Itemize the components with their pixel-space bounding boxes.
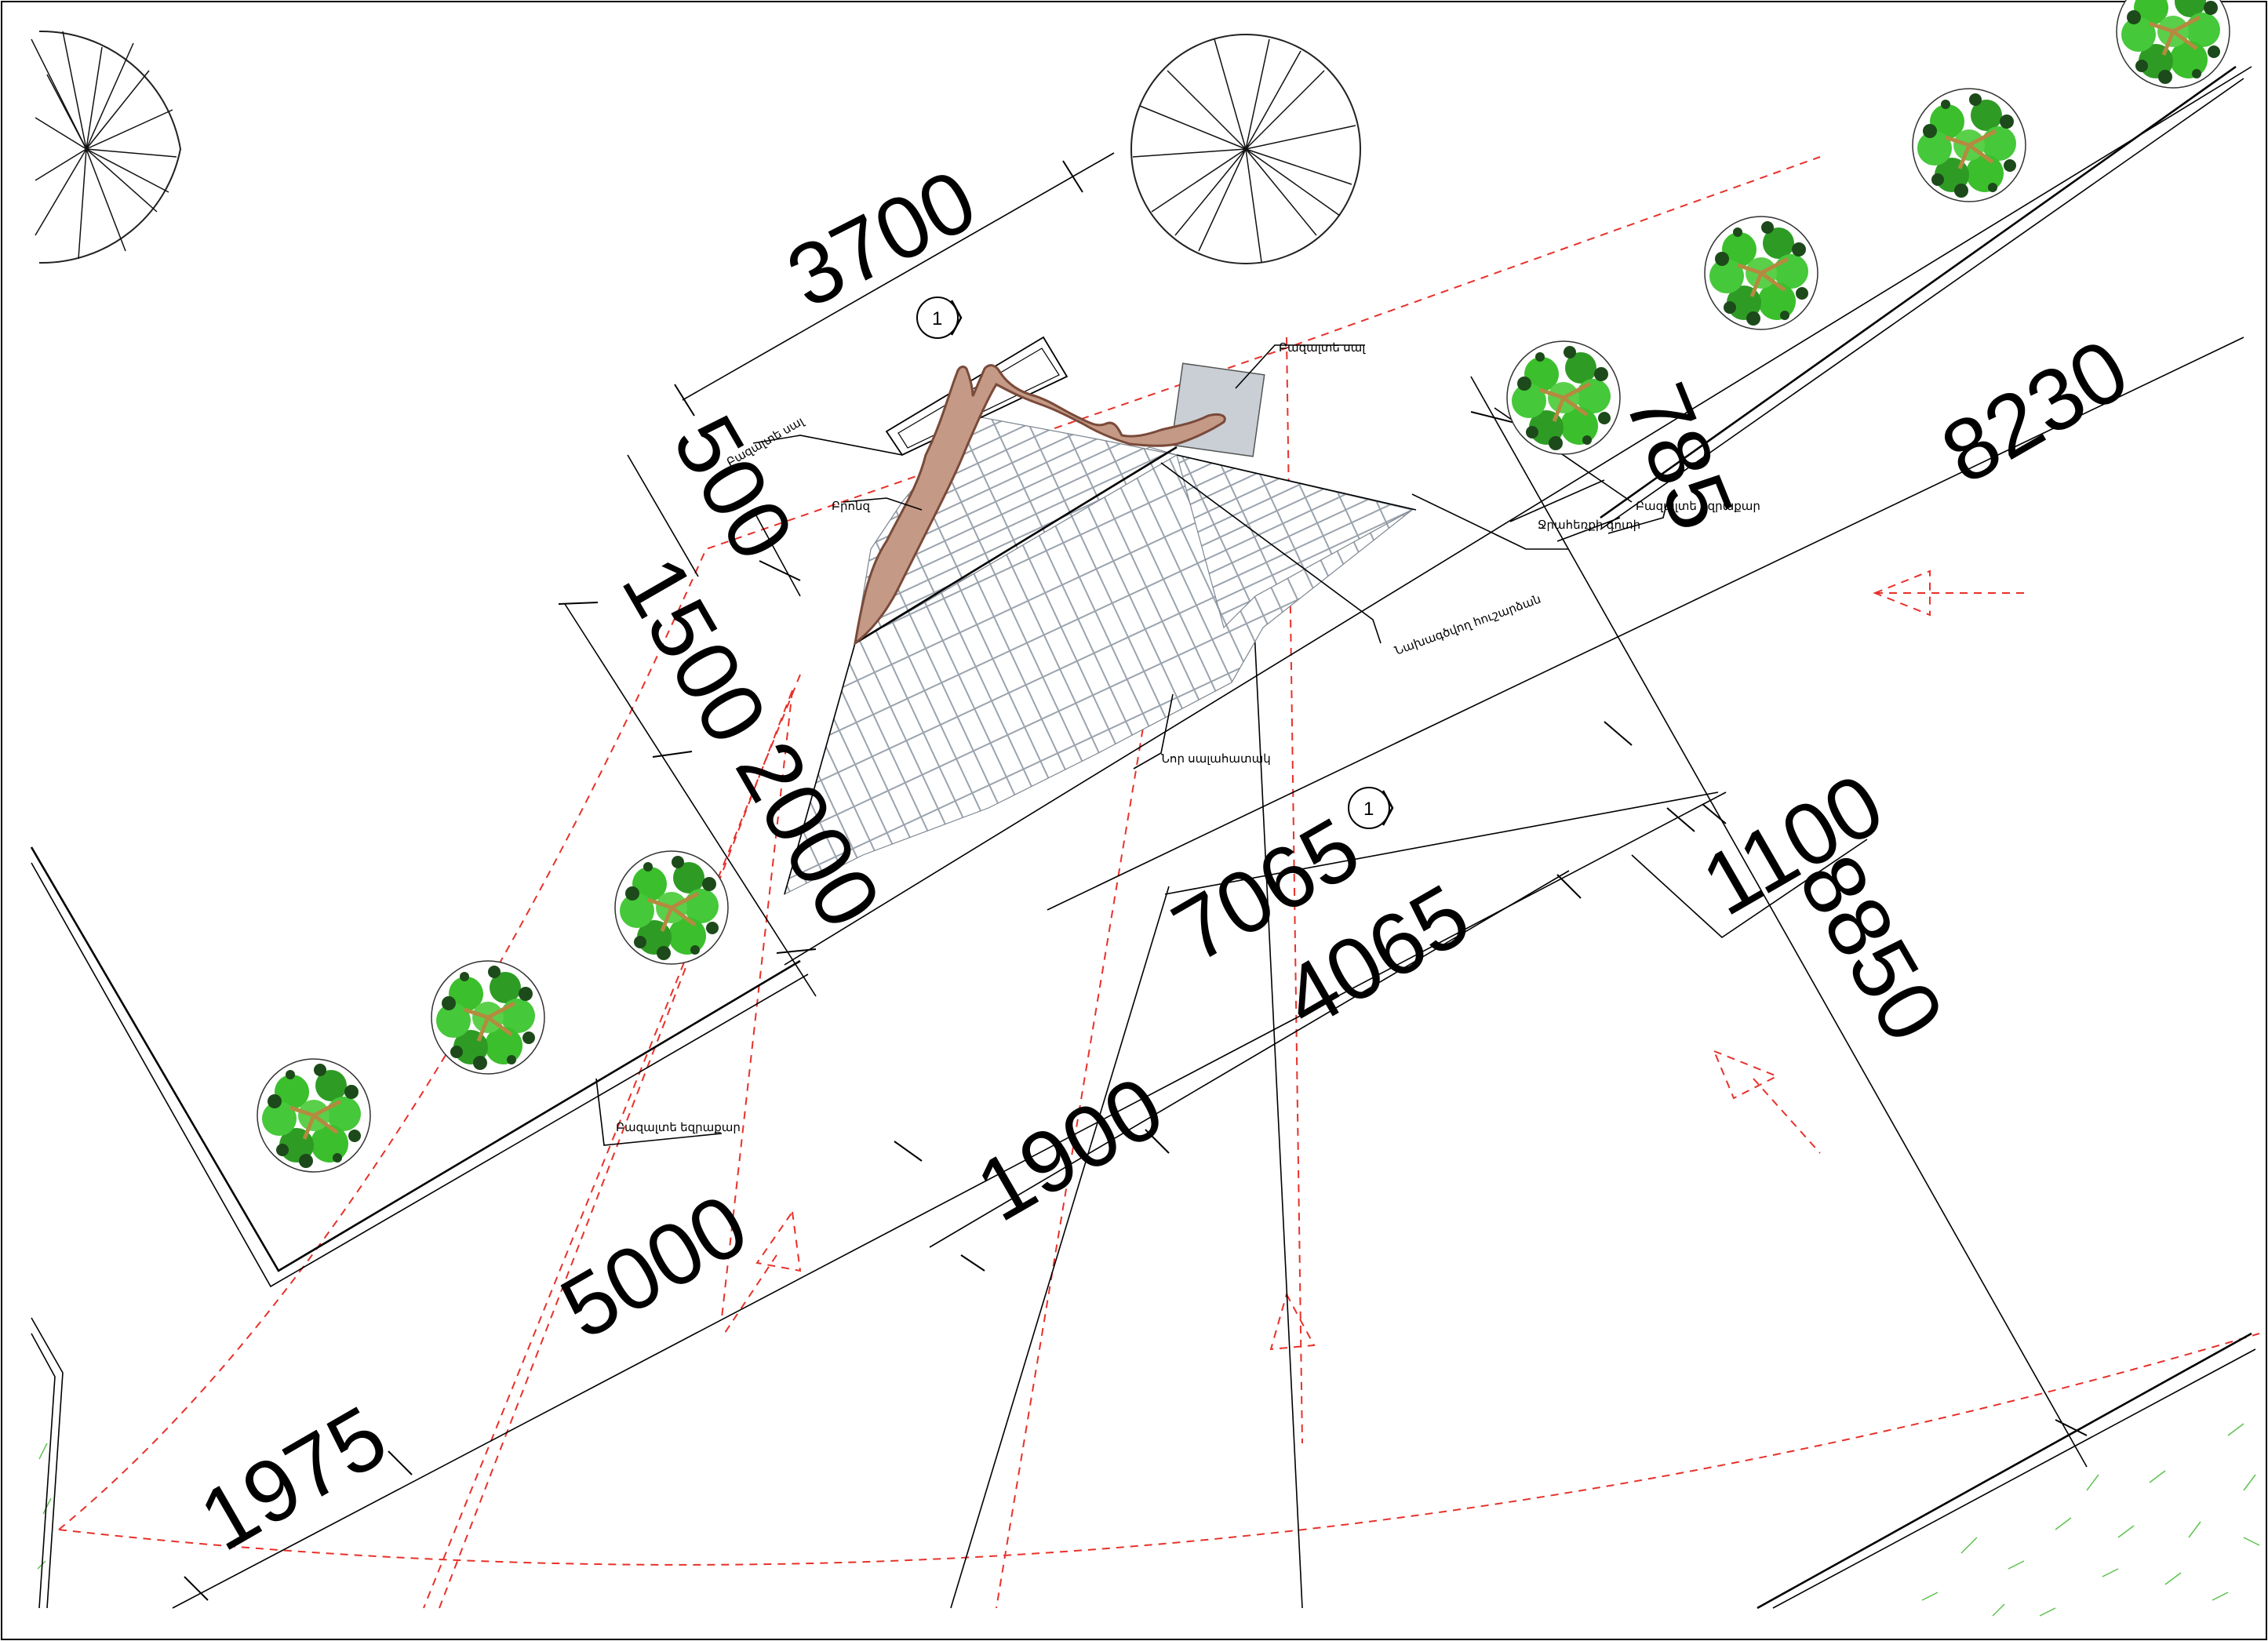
dim-785: 785 <box>1607 370 1753 543</box>
dimension-lines <box>172 66 2252 1609</box>
section-marker-top: 1 <box>916 297 963 339</box>
red-dashed-axes <box>58 156 2260 1609</box>
tree-icon <box>1507 341 1620 454</box>
leader-lines <box>595 344 1668 1146</box>
road-edges <box>30 65 2256 1610</box>
dim-1500: 1500 <box>603 541 786 759</box>
svg-text:1: 1 <box>932 308 942 329</box>
label-basalt-slab-top: Բազալտե սալ <box>1279 341 1366 355</box>
label-bronze: Բրոնզ <box>832 500 870 513</box>
label-prefab-monument: Նախագծվող հուշարձան <box>1393 592 1543 657</box>
section-marker-bottom: 1 <box>1348 787 1394 829</box>
tree-icon <box>431 961 544 1074</box>
starburst-tree-icon <box>1130 34 1361 264</box>
bronze-monument <box>853 364 1226 646</box>
dim-8230: 8230 <box>1926 320 2144 503</box>
tree-icon <box>2117 0 2230 88</box>
basalt-slab-right <box>1170 362 1265 457</box>
dim-1975: 1975 <box>184 1387 402 1570</box>
label-drain-zone: Ջրահեռքի գոտի <box>1538 518 1640 532</box>
tree-icon <box>1913 89 2026 202</box>
dim-8850: 8850 <box>1780 839 1963 1057</box>
label-new-paving: Նոր սալահատակ <box>1161 752 1271 766</box>
label-basalt-curb-right: Բազալտե եզրաքար <box>1636 500 1760 513</box>
starburst-tree-icon <box>31 30 182 264</box>
tree-icon <box>1705 216 1818 329</box>
dim-5000: 5000 <box>545 1175 763 1358</box>
label-basalt-curb-left: Բազալտե եզրաքար <box>616 1121 741 1134</box>
tree-icon <box>257 1059 370 1172</box>
dim-3700: 3700 <box>772 151 991 326</box>
tree-icon <box>615 851 728 964</box>
grass-area <box>37 1423 2260 1617</box>
svg-text:1: 1 <box>1363 799 1374 820</box>
